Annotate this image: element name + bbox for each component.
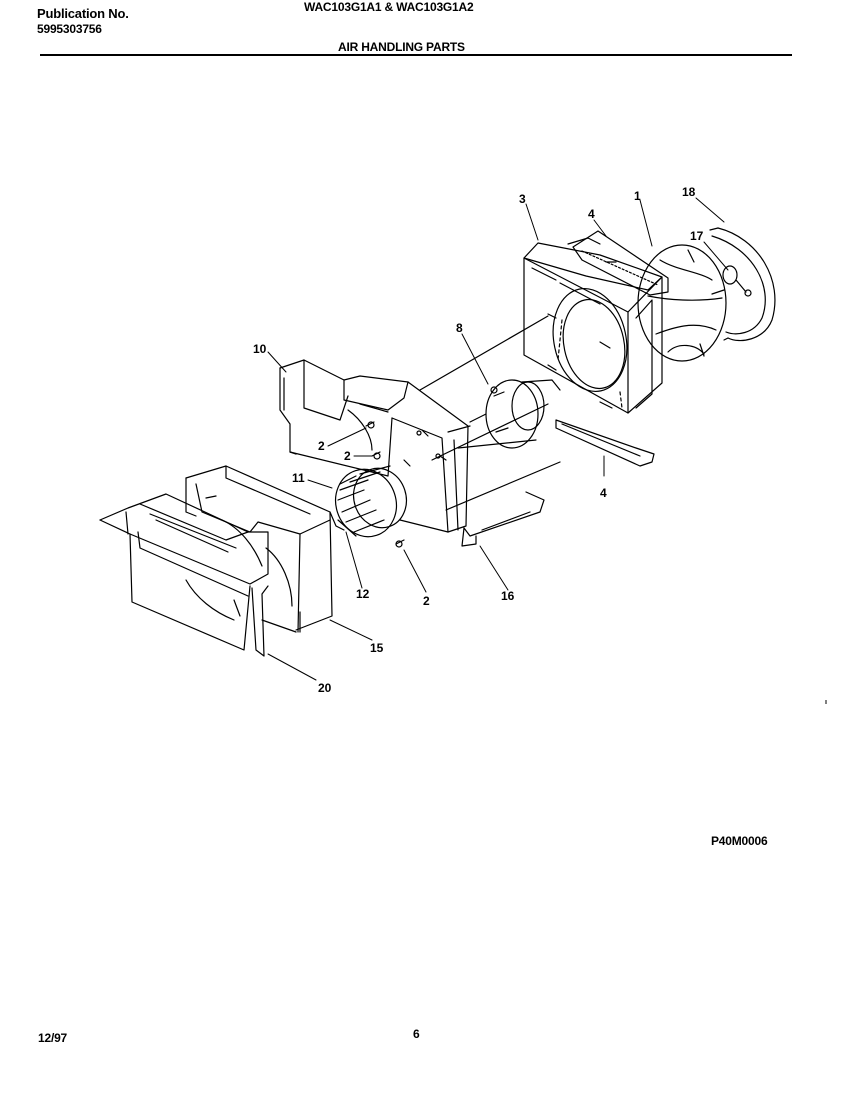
callout-4-top: 4	[588, 207, 595, 221]
callout-4-bottom: 4	[600, 486, 607, 500]
publication-label: Publication No.	[37, 6, 129, 21]
callout-3: 3	[519, 192, 526, 206]
blower-wheel-part-1	[637, 244, 727, 362]
callout-18: 18	[682, 185, 696, 199]
callout-17: 17	[690, 229, 704, 243]
motor-part-8	[457, 379, 561, 449]
assembly-guide-lines	[419, 315, 561, 511]
housing-part-15	[185, 465, 333, 633]
leader-lines	[267, 197, 729, 681]
callout-10: 10	[253, 342, 267, 356]
screw-parts-2	[365, 421, 405, 548]
callout-15: 15	[370, 641, 384, 655]
drawing-code: P40M0006	[711, 834, 768, 848]
nut-part-17	[722, 265, 752, 297]
header-rule	[40, 54, 792, 56]
strip-part-4-lower	[555, 419, 655, 467]
callout-12: 12	[356, 587, 370, 601]
callout-2-b: 2	[344, 449, 351, 463]
callout-1: 1	[634, 189, 641, 203]
callout-16: 16	[501, 589, 515, 603]
section-title: AIR HANDLING PARTS	[338, 40, 465, 54]
clip-part-12	[329, 511, 345, 531]
blower-wheel-part-11	[334, 465, 408, 538]
housing-part-10	[279, 359, 471, 533]
callout-2-a: 2	[318, 439, 325, 453]
model-numbers: WAC103G1A1 & WAC103G1A2	[304, 0, 474, 14]
strip-part-4-upper	[572, 230, 669, 296]
page-number: 6	[413, 1027, 420, 1041]
bracket-part-16	[461, 491, 545, 547]
publication-number: 5995303756	[37, 22, 102, 36]
callout-8: 8	[456, 321, 463, 335]
callout-labels: 3 4 1 18 17 8 10 2 2 11 4 12 2 16 15 20	[253, 185, 704, 695]
slinger-part-18	[709, 227, 776, 342]
callout-20: 20	[318, 681, 332, 695]
inlet-panel-part-20	[99, 493, 269, 657]
callout-2-c: 2	[423, 594, 430, 608]
callout-11: 11	[292, 471, 305, 485]
footer-date: 12/97	[38, 1031, 68, 1045]
